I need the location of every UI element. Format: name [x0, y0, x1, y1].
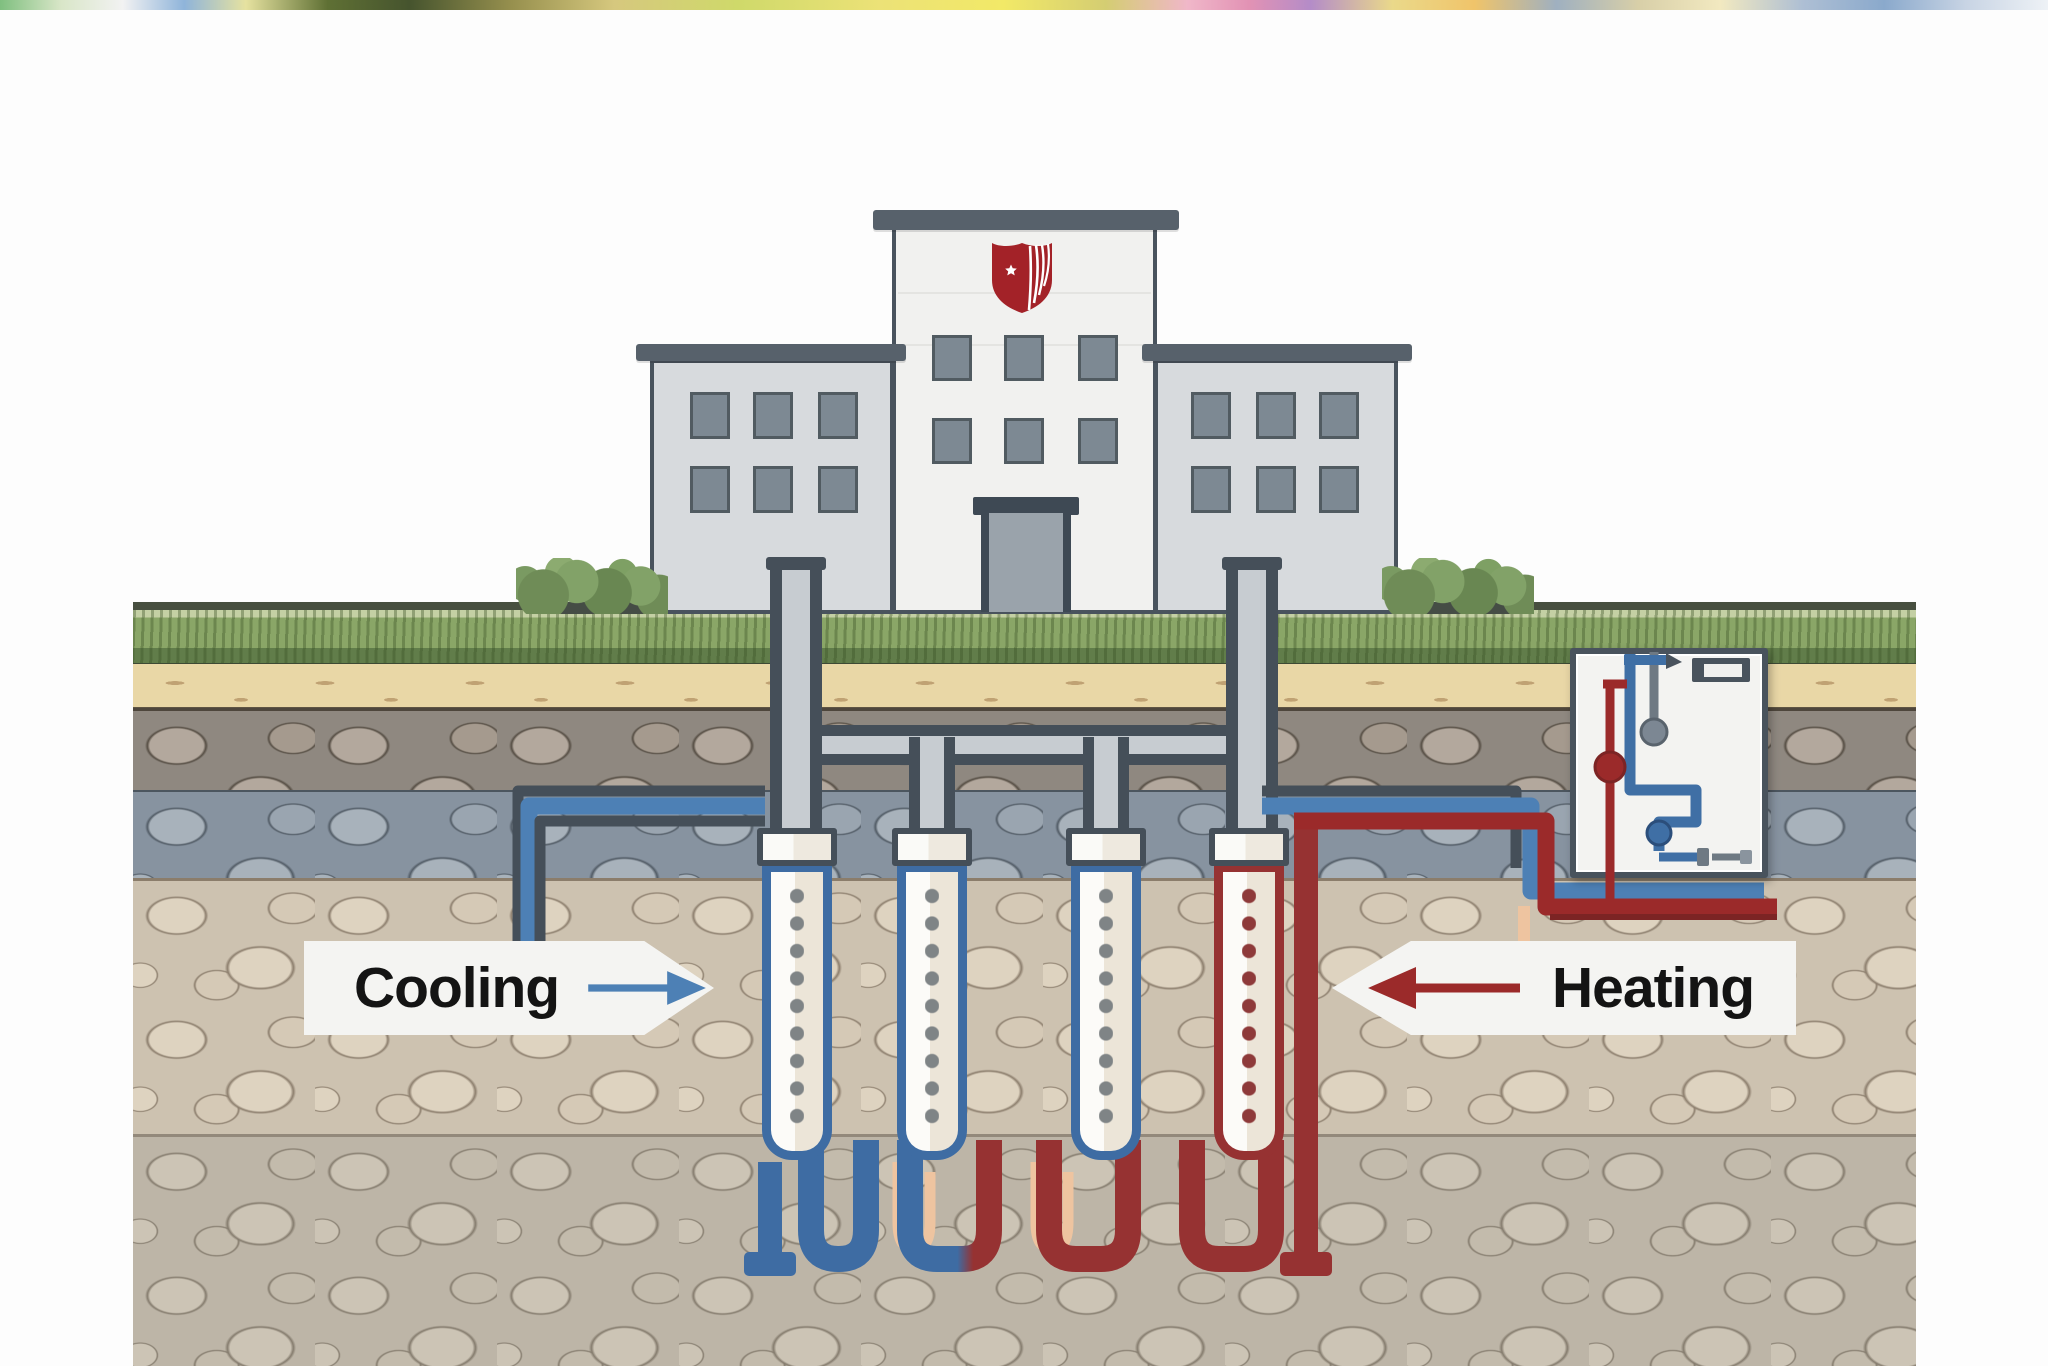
window — [1191, 466, 1231, 513]
borehole-2-cap — [892, 828, 972, 866]
window — [932, 335, 972, 381]
window — [932, 418, 972, 464]
riser-top-cap — [766, 557, 826, 570]
manifold-drop-pipe — [909, 737, 955, 830]
cooling-label: Cooling — [354, 955, 560, 1020]
cooling-arrow-icon — [588, 971, 706, 1005]
window — [690, 392, 730, 439]
heating-label-banner: Heating — [1332, 941, 1796, 1035]
cabinet-display-screen — [1704, 664, 1742, 677]
window — [753, 392, 793, 439]
window — [818, 392, 858, 439]
window — [1004, 335, 1044, 381]
soil-layer-deep-cobbles — [133, 1134, 1916, 1366]
door — [989, 513, 1063, 612]
building-supply-riser — [770, 563, 822, 830]
borehole-3-cap — [1066, 828, 1146, 866]
u-tube-borehole-2 — [897, 1140, 1002, 1272]
bush — [516, 558, 668, 614]
cooling-tube-foot — [744, 1252, 796, 1276]
heating-arrow-icon — [1368, 967, 1520, 1009]
borehole-4-sensor-dots — [1242, 882, 1256, 1132]
u-tube-borehole-1 — [798, 1140, 879, 1272]
manifold-drop-pipe — [1083, 737, 1129, 830]
gauge-icon — [1639, 717, 1669, 747]
borehole-2-sensor-dots — [925, 882, 939, 1132]
cooling-trunk-pipe — [512, 785, 765, 945]
heating-tube-foot — [1280, 1252, 1332, 1276]
riser-top-cap — [1222, 557, 1282, 570]
borehole-1-cap — [757, 828, 837, 866]
window — [1004, 418, 1044, 464]
bush — [1382, 558, 1534, 614]
borehole-3-sensor-dots — [1099, 882, 1113, 1132]
cooling-label-banner: Cooling — [304, 941, 714, 1035]
window — [1256, 392, 1296, 439]
red-valve-icon — [1593, 750, 1627, 784]
pipe-fitting — [1740, 850, 1752, 864]
window — [1319, 466, 1359, 513]
valve-nub — [1697, 848, 1709, 866]
window — [1319, 392, 1359, 439]
window — [1078, 335, 1118, 381]
manifold-header-pipe — [772, 725, 1276, 765]
window — [1191, 392, 1231, 439]
heating-trunk-pipe — [1262, 785, 1777, 950]
window — [1078, 418, 1118, 464]
u-tube-borehole-3 — [1036, 1140, 1141, 1272]
left-wing-cornice — [636, 344, 906, 361]
right-wing-cornice — [1142, 344, 1412, 361]
flow-arrow-icon — [1666, 653, 1682, 669]
borehole-4-cap — [1209, 828, 1289, 866]
u-tube-borehole-4 — [1179, 1140, 1284, 1272]
heating-label: Heating — [1552, 955, 1755, 1020]
window — [753, 466, 793, 513]
building-supply-riser — [1226, 563, 1278, 830]
decorative-top-border — [0, 0, 2048, 10]
window — [818, 466, 858, 513]
blue-valve-icon — [1645, 819, 1673, 847]
tower-cornice — [873, 210, 1179, 230]
window — [1256, 466, 1296, 513]
window — [690, 466, 730, 513]
shield-icon — [992, 243, 1052, 313]
borehole-1-sensor-dots — [790, 882, 804, 1132]
